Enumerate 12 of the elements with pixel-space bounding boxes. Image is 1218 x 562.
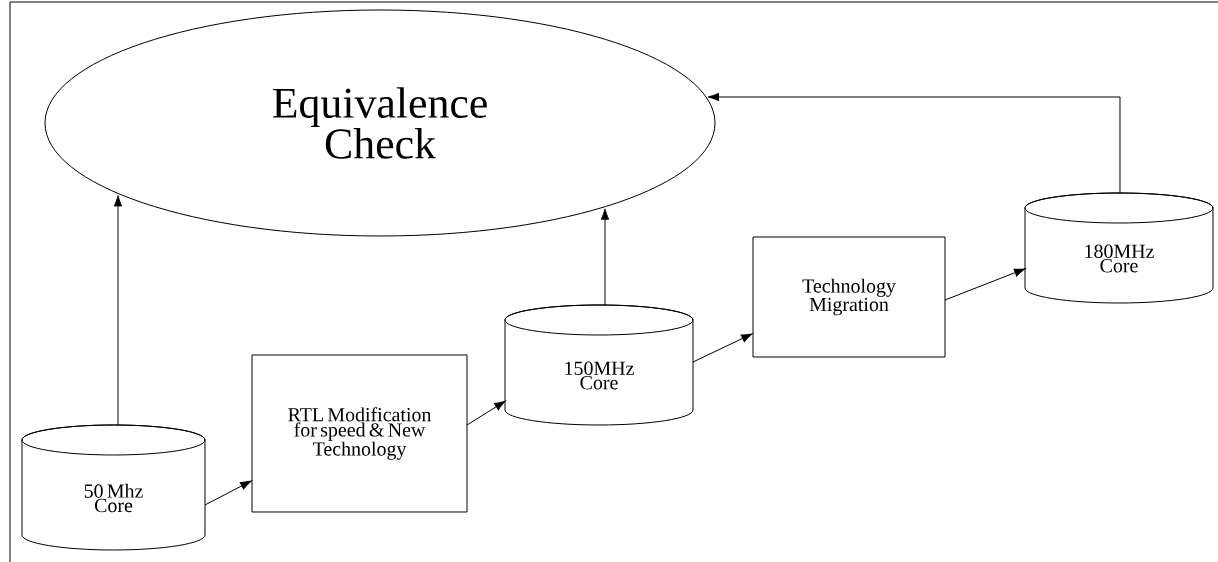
arrow — [204, 480, 252, 506]
arrow — [944, 268, 1026, 301]
database-cylinder: 150MHz Core — [504, 304, 694, 426]
arrow — [692, 333, 753, 363]
arrow — [113, 195, 123, 426]
process-box: RTL Modification for speed & New Technology — [251, 354, 468, 513]
arrow — [600, 208, 610, 306]
arrow — [707, 92, 1121, 194]
arrow — [466, 400, 506, 426]
database-cylinder: 180MHz Core — [1024, 192, 1214, 304]
database-cylinder: 50 Mhz Core — [21, 424, 206, 551]
process-box: Technology Migration — [752, 236, 946, 358]
